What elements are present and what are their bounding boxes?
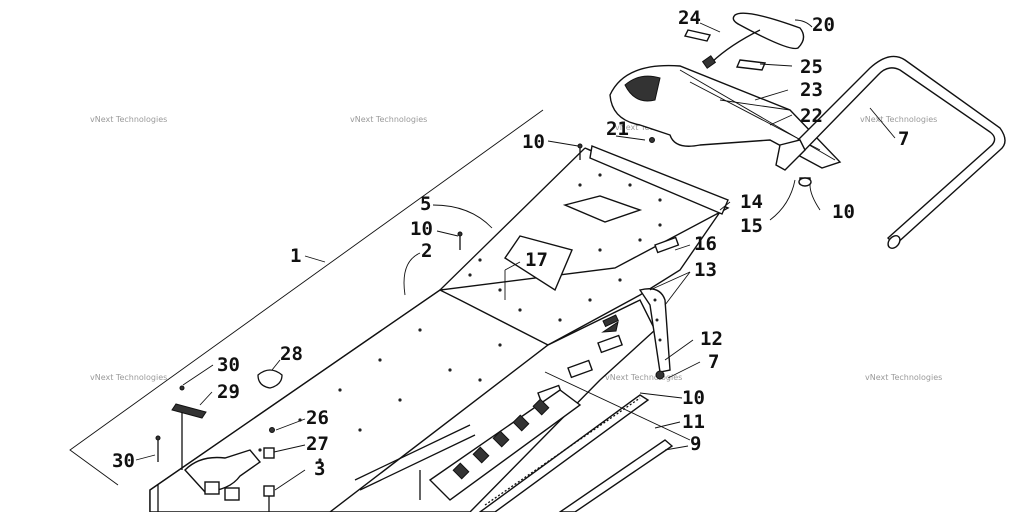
callout-label: 11 — [682, 411, 705, 433]
callout-label: 10 — [410, 218, 433, 240]
watermark: vNext Technologies — [605, 373, 682, 382]
callout-label: 17 — [525, 249, 548, 271]
seat — [609, 64, 842, 169]
callout-labels: 1 2 3 5 7 7 9 10 10 10 10 11 12 13 14 15… — [112, 7, 909, 480]
callout-label: 5 — [420, 193, 431, 215]
callout-label: 30 — [112, 450, 135, 472]
callout-label: 2 — [421, 240, 432, 262]
callout-label: 27 — [306, 433, 329, 455]
hardware — [457, 137, 812, 333]
callout-label: 9 — [690, 433, 701, 455]
callout-label: 24 — [678, 7, 701, 29]
callout-label: 7 — [708, 351, 719, 373]
callout-label: 20 — [812, 14, 835, 36]
watermark: vNext Technologies — [90, 373, 167, 382]
rear-bumper — [775, 55, 1006, 249]
callout-label: 30 — [217, 354, 240, 376]
decals — [683, 29, 767, 71]
callout-label: 16 — [694, 233, 717, 255]
side-rails — [478, 371, 691, 512]
callout-label: 12 — [700, 328, 723, 350]
watermark: vNext Technologies — [350, 115, 427, 124]
suspension-arm — [638, 288, 671, 380]
watermark: vNext Technologies — [860, 115, 937, 124]
callout-label: 10 — [682, 387, 705, 409]
leader-lines — [135, 19, 896, 491]
callout-label: 29 — [217, 381, 240, 403]
callout-label: 14 — [740, 191, 763, 213]
watermark: vNext Technologies — [90, 115, 167, 124]
callout-label: 28 — [280, 343, 303, 365]
embossed-panel — [428, 389, 582, 501]
callout-label: 10 — [522, 131, 545, 153]
assembly-bracket-outline — [69, 109, 544, 486]
callout-label: 13 — [694, 259, 717, 281]
callout-label: 21 — [606, 118, 629, 140]
callout-label: 26 — [306, 407, 329, 429]
callout-label: 15 — [740, 215, 763, 237]
callout-label: 7 — [898, 128, 909, 150]
callout-label: 1 — [290, 245, 301, 267]
left-hardware — [155, 369, 283, 512]
callout-label: 25 — [800, 56, 823, 78]
grab-handle — [701, 12, 805, 69]
callout-label: 10 — [832, 201, 855, 223]
callout-label: 3 — [314, 458, 325, 480]
callout-label: 22 — [800, 105, 823, 127]
watermark: vNext Technologies — [865, 373, 942, 382]
callout-label: 23 — [800, 79, 823, 101]
